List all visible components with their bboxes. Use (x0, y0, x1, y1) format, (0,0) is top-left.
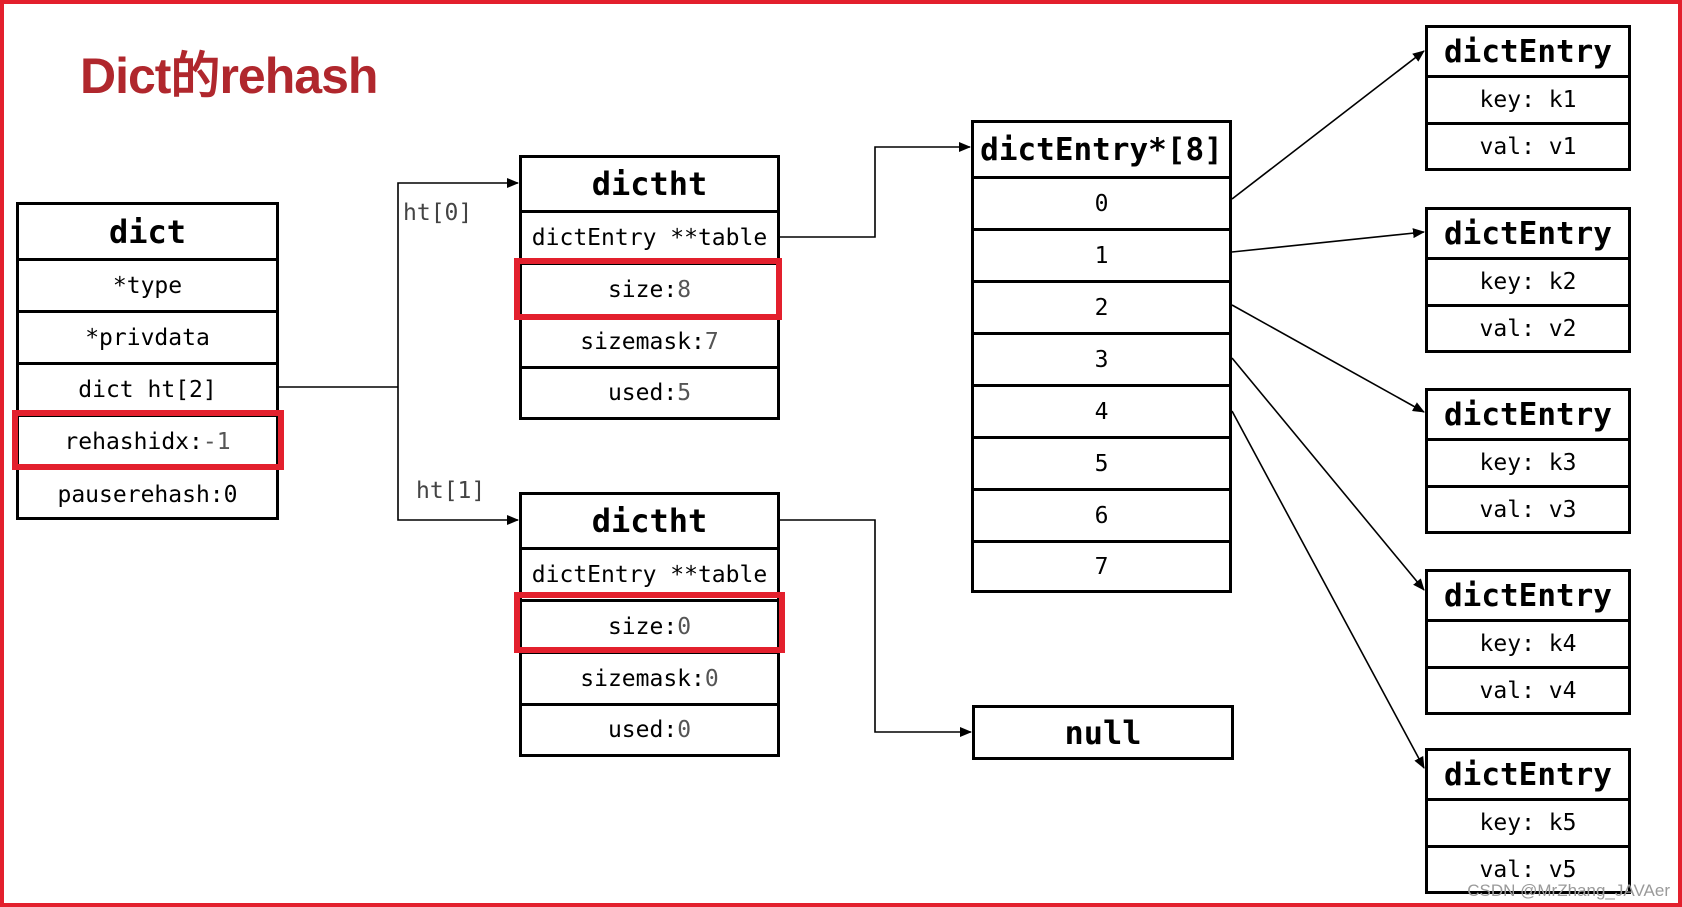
pauserehash-key: pauserehash: (57, 481, 224, 508)
bucket-slot-6: 6 (974, 488, 1229, 540)
dictht0-header: dictht (591, 165, 708, 203)
edge-table1-to-null (779, 519, 972, 737)
dict-entry-5: dictEntry key: k5 val: v5 (1425, 748, 1631, 894)
dict-pauserehash-row: pauserehash: 0 (19, 466, 276, 520)
dictht0-used-value: 5 (677, 380, 692, 406)
dictht1-used-value: 0 (677, 717, 692, 743)
bucket-slot-5: 5 (974, 436, 1229, 488)
entry-4-val: val: v4 (1428, 666, 1628, 712)
edge-ht0 (397, 178, 519, 387)
dictht1-sizemask-value: 0 (704, 665, 719, 692)
dictht0-table-row: dictEntry **table (522, 210, 777, 262)
entry-1-header: dictEntry (1444, 33, 1612, 70)
dictht1-size-row: size: 0 (522, 599, 777, 651)
edge-slot3-entry4 (1231, 357, 1425, 591)
dictht1-used-key: used: (607, 717, 678, 743)
dict-box: dict *type *privdata dict ht[2] rehashid… (16, 202, 279, 520)
dict-entry-4: dictEntry key: k4 val: v4 (1425, 569, 1631, 715)
bucket-slot-3: 3 (974, 332, 1229, 384)
dictht1-size-value: 0 (677, 613, 692, 640)
edge-table0-to-array (779, 142, 971, 238)
dictht0-used-key: used: (607, 380, 678, 406)
entry-5-header: dictEntry (1444, 756, 1612, 793)
entry-3-val: val: v3 (1428, 485, 1628, 531)
dictht1-size-highlight (514, 592, 785, 653)
entry-2-header: dictEntry (1444, 215, 1612, 252)
edge-slot4-entry5 (1231, 410, 1425, 769)
edge-slot0-entry1 (1231, 50, 1425, 200)
dict-type-row: *type (19, 258, 276, 310)
rehashidx-value: -1 (202, 428, 231, 455)
rehashidx-key: rehashidx: (64, 428, 203, 455)
bucket-array-header: dictEntry*[8] (980, 131, 1223, 168)
dictht0-box: dictht dictEntry **table size: 8 sizemas… (519, 155, 780, 420)
dictht1-sizemask-row: sizemask: 0 (522, 651, 777, 703)
entry-3-header: dictEntry (1444, 396, 1612, 433)
bucket-slot-0: 0 (974, 176, 1229, 228)
dictht0-size-highlight (514, 258, 782, 320)
page-title: Dict的rehash (80, 48, 378, 104)
edge-ht1 (397, 387, 519, 525)
entry-1-val: val: v1 (1428, 122, 1628, 168)
dict-entry-1: dictEntry key: k1 val: v1 (1425, 25, 1631, 171)
dict-ht-row: dict ht[2] (19, 362, 276, 414)
edge-slot1-entry2 (1231, 228, 1425, 253)
null-box: null (972, 705, 1234, 760)
entry-5-val: val: v5 (1428, 845, 1628, 891)
ht0-label: ht[0] (403, 200, 473, 226)
dictht1-used-row: used: 0 (522, 703, 777, 754)
dictht1-header: dictht (591, 502, 708, 540)
rehashidx-highlight (12, 410, 284, 470)
entry-2-key: key: k2 (1428, 257, 1628, 304)
null-label: null (1064, 713, 1142, 752)
dictht0-sizemask-key: sizemask: (580, 328, 705, 355)
ht1-label: ht[1] (416, 478, 486, 504)
watermark: CSDN @MrZhang_JAVAer (1467, 881, 1670, 900)
dictht0-size-value: 8 (677, 276, 692, 303)
dictht1-sizemask-key: sizemask: (580, 665, 705, 692)
dict-privdata-row: *privdata (19, 310, 276, 362)
entry-1-key: key: k1 (1428, 75, 1628, 122)
bucket-array-box: dictEntry*[8] 0 1 2 3 4 5 6 7 (971, 120, 1232, 593)
entry-2-val: val: v2 (1428, 304, 1628, 350)
dictht0-sizemask-row: sizemask: 7 (522, 314, 777, 366)
dictht1-size-key: size: (607, 613, 678, 640)
dictht0-size-key: size: (607, 276, 678, 303)
entry-4-key: key: k4 (1428, 619, 1628, 666)
entry-4-header: dictEntry (1444, 577, 1612, 614)
dict-entry-3: dictEntry key: k3 val: v3 (1425, 388, 1631, 534)
bucket-slot-2: 2 (974, 280, 1229, 332)
edge-slot2-entry3 (1231, 304, 1425, 413)
dict-header: dict (108, 212, 187, 251)
bucket-slot-7: 7 (974, 540, 1229, 590)
entry-3-key: key: k3 (1428, 438, 1628, 485)
entry-5-key: key: k5 (1428, 798, 1628, 845)
dictht1-table-row: dictEntry **table (522, 547, 777, 599)
bucket-slot-4: 4 (974, 384, 1229, 436)
dict-entry-2: dictEntry key: k2 val: v2 (1425, 207, 1631, 353)
dictht0-used-row: used: 5 (522, 366, 777, 417)
bucket-slot-1: 1 (974, 228, 1229, 280)
pauserehash-value: 0 (223, 481, 238, 508)
dictht0-sizemask-value: 7 (704, 328, 719, 355)
